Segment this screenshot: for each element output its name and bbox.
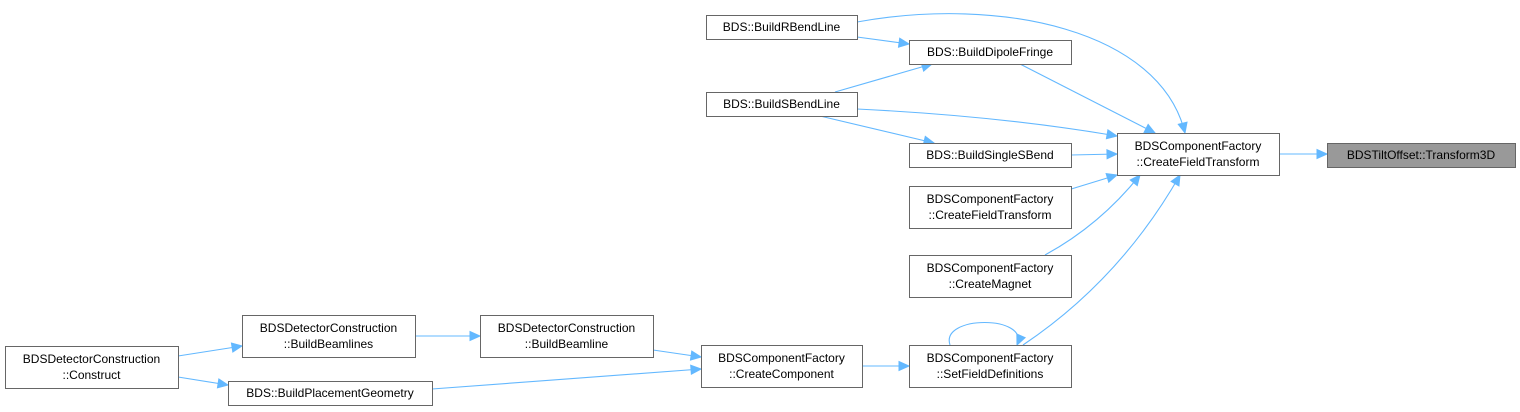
edge-arrowhead xyxy=(898,360,911,372)
edge-setfield-to-cft_main xyxy=(1022,173,1181,346)
edge-sbendline-to-cft_main xyxy=(856,108,1119,140)
edge-arrowhead xyxy=(1105,129,1119,140)
node-box[interactable] xyxy=(228,381,433,406)
edge-arrowhead xyxy=(1170,173,1181,187)
edge-line xyxy=(177,345,243,357)
node-box[interactable] xyxy=(706,92,858,117)
node-createcomponent[interactable]: BDSComponentFactory::CreateComponent xyxy=(701,345,863,388)
edge-buildbeamline-to-createcomponent xyxy=(652,349,703,361)
node-box[interactable] xyxy=(5,346,179,389)
edge-line xyxy=(1022,174,1181,346)
edge-line xyxy=(856,108,1118,137)
node-label: ::CreateFieldTransform xyxy=(929,208,1052,222)
node-rbend[interactable]: BDS::BuildRBendLine xyxy=(706,15,858,40)
node-box[interactable] xyxy=(242,315,416,358)
node-label: ::Construct xyxy=(62,368,121,382)
node-transform3d[interactable]: BDSTiltOffset::Transform3D xyxy=(1327,143,1516,168)
node-buildbeamline[interactable]: BDSDetectorConstruction::BuildBeamline xyxy=(480,315,654,358)
edge-sbendline-to-dipolefringe xyxy=(834,61,934,93)
node-label: BDS::BuildSBendLine xyxy=(723,97,840,111)
node-label: BDS::BuildPlacementGeometry xyxy=(246,386,413,400)
node-buildbeamlines[interactable]: BDSDetectorConstruction::BuildBeamlines xyxy=(242,315,416,358)
node-box[interactable] xyxy=(706,15,858,40)
node-box[interactable] xyxy=(1117,133,1280,176)
node-label: BDS::BuildRBendLine xyxy=(723,20,841,34)
edge-arrowhead xyxy=(897,37,911,48)
node-label: BDS::BuildSingleSBend xyxy=(926,148,1053,162)
edge-line xyxy=(856,13,1186,134)
node-label: BDSComponentFactory xyxy=(927,192,1054,206)
node-label: BDS::BuildDipoleFringe xyxy=(927,45,1053,59)
node-box[interactable] xyxy=(701,345,863,388)
node-setfield[interactable]: BDSComponentFactory::SetFieldDefinitions xyxy=(909,345,1072,388)
edge-arrowhead xyxy=(1105,173,1119,184)
edge-arrowhead xyxy=(689,350,703,361)
node-label: ::BuildBeamlines xyxy=(284,337,373,351)
node-label: ::BuildBeamline xyxy=(525,337,609,351)
edge-line xyxy=(834,63,933,93)
edge-createcomponent-to-setfield xyxy=(862,360,911,372)
node-createmagnet[interactable]: BDSComponentFactory::CreateMagnet xyxy=(909,255,1072,298)
node-box[interactable] xyxy=(909,345,1072,388)
edge-construct-to-buildbeamlines xyxy=(177,342,244,357)
node-label: BDSDetectorConstruction xyxy=(23,352,160,366)
edge-setfield-to-setfield xyxy=(948,322,1027,347)
node-label: ::CreateMagnet xyxy=(949,277,1032,291)
edge-singlesbend-to-cft_main xyxy=(1070,148,1119,160)
edge-arrowhead xyxy=(690,364,703,376)
edge-arrowhead xyxy=(1316,148,1329,160)
node-cft_main[interactable]: BDSComponentFactory::CreateFieldTransfor… xyxy=(1117,133,1280,176)
edge-arrowhead xyxy=(1177,121,1188,135)
edge-line xyxy=(819,115,935,144)
edge-arrowhead xyxy=(1016,333,1027,347)
edge-placement-to-createcomponent xyxy=(431,364,703,390)
edge-arrowhead xyxy=(469,330,482,342)
node-label: BDSComponentFactory xyxy=(1135,139,1262,153)
edge-arrowhead xyxy=(216,378,230,389)
edge-construct-to-placement xyxy=(177,376,230,389)
node-box[interactable] xyxy=(909,143,1072,168)
edge-line xyxy=(431,368,702,390)
edge-sbendline-to-singlesbend xyxy=(819,115,936,146)
node-box[interactable] xyxy=(909,186,1072,229)
node-label: BDSComponentFactory xyxy=(927,351,1054,365)
edge-line xyxy=(948,322,1019,346)
node-label: BDSComponentFactory xyxy=(927,261,1054,275)
edge-createmagnet-to-cft_main xyxy=(1044,174,1141,256)
edge-buildbeamlines-to-buildbeamline xyxy=(415,330,482,342)
node-dipolefringe[interactable]: BDS::BuildDipoleFringe xyxy=(909,40,1072,65)
node-singlesbend[interactable]: BDS::BuildSingleSBend xyxy=(909,143,1072,168)
node-box[interactable] xyxy=(480,315,654,358)
edge-line xyxy=(1019,63,1156,134)
edge-line xyxy=(1044,174,1141,256)
node-box[interactable] xyxy=(909,40,1072,65)
edge-rbend-to-cft_main xyxy=(856,13,1188,135)
edge-cft_other-to-cft_main xyxy=(1067,173,1119,191)
node-sbendline[interactable]: BDS::BuildSBendLine xyxy=(706,92,858,117)
node-placement[interactable]: BDS::BuildPlacementGeometry xyxy=(228,381,433,406)
node-label: BDSDetectorConstruction xyxy=(498,321,635,335)
edge-cft_main-to-transform3d xyxy=(1279,148,1329,160)
node-label: ::CreateComponent xyxy=(729,367,834,381)
edge-arrowhead xyxy=(1106,148,1119,160)
node-construct[interactable]: BDSDetectorConstruction::Construct xyxy=(5,346,179,389)
edge-rbend-to-dipolefringe xyxy=(856,36,911,48)
node-label: ::CreateFieldTransform xyxy=(1137,155,1260,169)
node-box[interactable] xyxy=(1327,143,1516,168)
edge-arrowhead xyxy=(230,342,244,353)
node-label: BDSDetectorConstruction xyxy=(260,321,397,335)
nodes-layer: BDSTiltOffset::Transform3DBDSComponentFa… xyxy=(5,15,1516,406)
edge-arrowhead xyxy=(1129,174,1141,187)
node-box[interactable] xyxy=(909,255,1072,298)
node-label: ::SetFieldDefinitions xyxy=(937,367,1044,381)
node-cft_other[interactable]: BDSComponentFactory::CreateFieldTransfor… xyxy=(909,186,1072,229)
edge-arrowhead xyxy=(1143,123,1157,134)
node-label: BDSComponentFactory xyxy=(718,351,845,365)
edge-dipolefringe-to-cft_main xyxy=(1019,63,1157,134)
node-label: BDSTiltOffset::Transform3D xyxy=(1347,148,1496,162)
